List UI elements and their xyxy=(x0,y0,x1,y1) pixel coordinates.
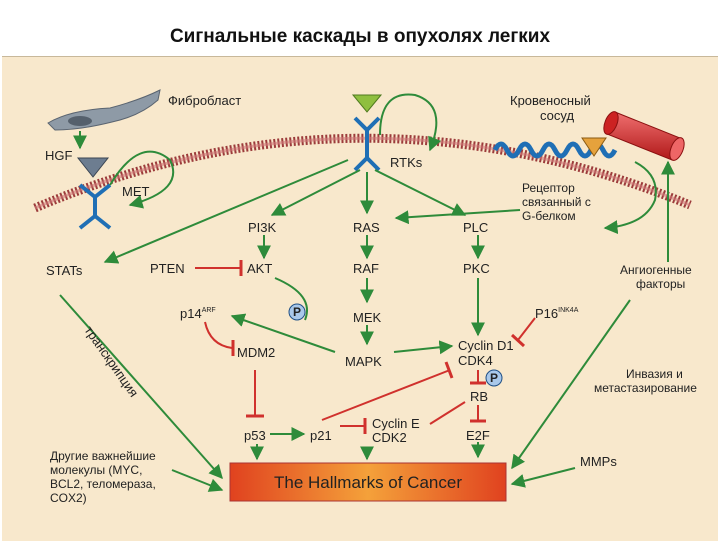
phospho-label-akt: P xyxy=(293,305,301,319)
phospho-badge-akt xyxy=(288,303,306,321)
phospho-label-cdk4: P xyxy=(490,371,498,385)
inhibition-arrows xyxy=(195,260,536,434)
e2f-node: E2F xyxy=(466,428,490,443)
rb-node: RB xyxy=(470,389,488,404)
invasion-label-2: метастазирование xyxy=(594,381,697,395)
mmps-label: MMPs xyxy=(580,454,617,469)
pten-node: PTEN xyxy=(150,261,185,276)
fibroblast-label: Фибробласт xyxy=(168,93,241,108)
cdk2-node: CDK2 xyxy=(372,430,407,445)
rtk-ligand-icon xyxy=(351,94,383,113)
p16-node: P16INK4A xyxy=(535,306,579,321)
stats-node: STATs xyxy=(46,263,83,278)
hgf-label: HGF xyxy=(45,148,73,163)
activation-arrows xyxy=(59,93,675,492)
transcription-label: транскрипция xyxy=(82,323,142,400)
rtk-receptor-icon xyxy=(353,116,381,172)
other-molecules-label-1: Другие важнейшие xyxy=(50,449,156,463)
p14-node: p14ARF xyxy=(180,306,216,321)
fibroblast-cell xyxy=(47,89,161,131)
akt-node: AKT xyxy=(247,261,272,276)
hgf-ligand-icon xyxy=(76,157,110,178)
gpcr-ligand-icon xyxy=(581,137,607,157)
p21-node: p21 xyxy=(310,428,332,443)
hallmarks-label: The Hallmarks of Cancer xyxy=(274,473,462,492)
mapk-node: MAPK xyxy=(345,354,382,369)
page-title: Сигнальные каскады в опухолях легких xyxy=(169,26,551,47)
p53-node: p53 xyxy=(244,428,266,443)
met-label: MET xyxy=(122,184,150,199)
mek-node: MEK xyxy=(353,310,382,325)
invasion-label-1: Инвазия и xyxy=(626,367,683,381)
rtks-label: RTKs xyxy=(390,155,423,170)
pkc-node: PKC xyxy=(463,261,490,276)
other-molecules-label-3: BCL2, теломераза, xyxy=(50,477,156,491)
hallmarks-box xyxy=(229,462,507,502)
cyclin-e-node: Cyclin E xyxy=(372,416,420,431)
gpcr-label-1: Рецептор xyxy=(522,181,575,195)
gpcr-label-3: G-белком xyxy=(522,209,576,223)
other-molecules-label-4: COX2) xyxy=(50,491,87,505)
met-receptor-icon xyxy=(78,183,112,230)
blood-vessel-label-1: Кровеносный xyxy=(510,93,591,108)
angiogenic-label-1: Ангиогенные xyxy=(620,263,692,277)
cyclin-d1-node: Cyclin D1 xyxy=(458,338,514,353)
other-molecules-label-2: молекулы (MYC, xyxy=(50,463,142,477)
phospho-badge-cdk4 xyxy=(485,369,503,387)
angiogenic-label-2: факторы xyxy=(636,277,685,291)
plc-node: PLC xyxy=(463,220,488,235)
gpcr-label-2: связанный с xyxy=(522,195,591,209)
mdm2-node: MDM2 xyxy=(237,345,275,360)
raf-node: RAF xyxy=(353,261,379,276)
pi3k-node: PI3K xyxy=(248,220,277,235)
blood-vessel-label-2: сосуд xyxy=(540,108,574,123)
cdk4-node: CDK4 xyxy=(458,353,493,368)
ras-node: RAS xyxy=(353,220,380,235)
